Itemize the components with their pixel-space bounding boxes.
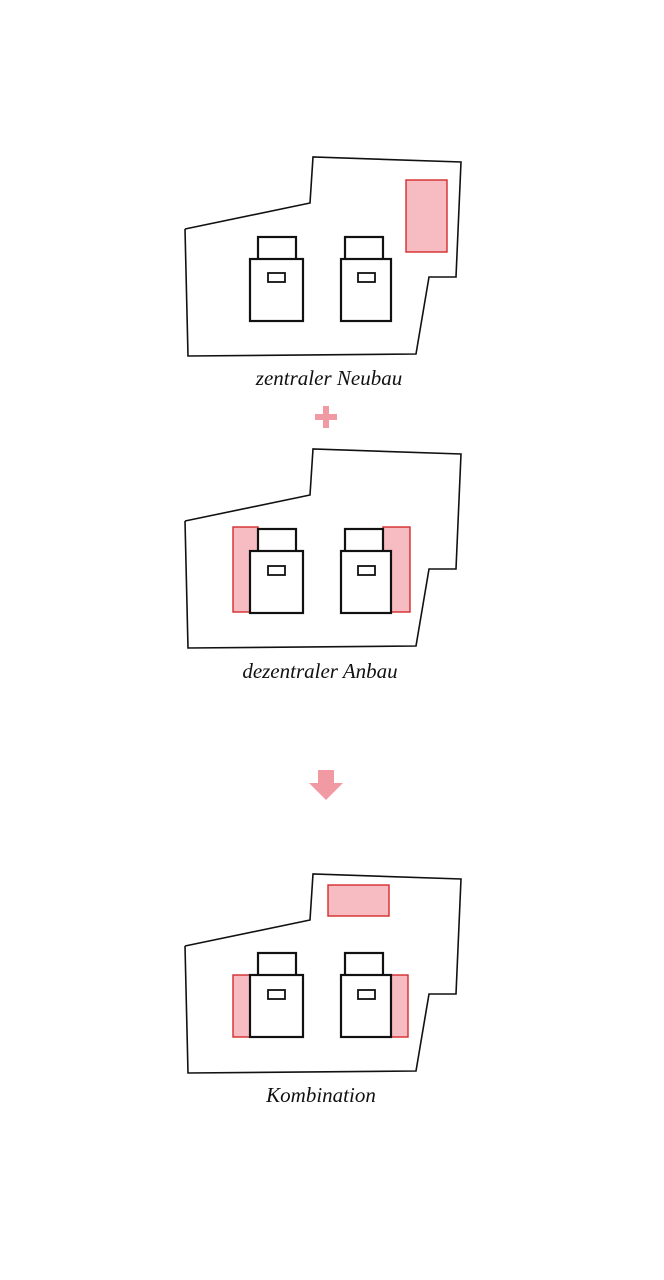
site-outline	[184, 156, 462, 357]
existing-building-left	[248, 951, 305, 1039]
new-building-block	[327, 884, 390, 917]
diagram-caption: zentraler Neubau	[255, 366, 402, 390]
diagram-dezentraler-anbau: dezentraler Anbau	[184, 448, 462, 683]
diagram-zentraler-neubau: zentraler Neubau	[184, 156, 462, 390]
existing-building-left	[248, 235, 305, 323]
diagram-caption: dezentraler Anbau	[242, 659, 397, 683]
new-building-block	[405, 179, 448, 253]
existing-building-left	[248, 527, 305, 615]
existing-building-right	[339, 527, 393, 615]
diagram-kombination: Kombination	[184, 873, 462, 1107]
site-outline	[184, 873, 462, 1074]
plus-icon	[315, 406, 337, 428]
site-outline	[184, 448, 462, 649]
existing-building-right	[339, 951, 393, 1039]
existing-building-right	[339, 235, 393, 323]
diagram-caption: Kombination	[265, 1083, 376, 1107]
arrow-down-icon	[309, 770, 343, 800]
